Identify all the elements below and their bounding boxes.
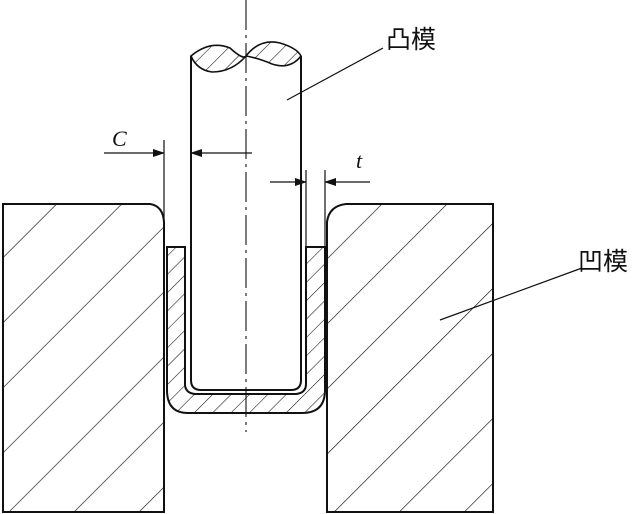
clearance-label: C — [112, 126, 127, 151]
die-label: 凹模 — [578, 247, 628, 276]
die-leader — [439, 267, 583, 321]
punch-label: 凸模 — [386, 25, 436, 54]
punch-section — [190, 41, 302, 73]
die-left-block — [2, 203, 165, 513]
thickness-label: t — [356, 148, 363, 173]
punch-leader — [286, 47, 384, 101]
die-right-block — [326, 203, 494, 513]
